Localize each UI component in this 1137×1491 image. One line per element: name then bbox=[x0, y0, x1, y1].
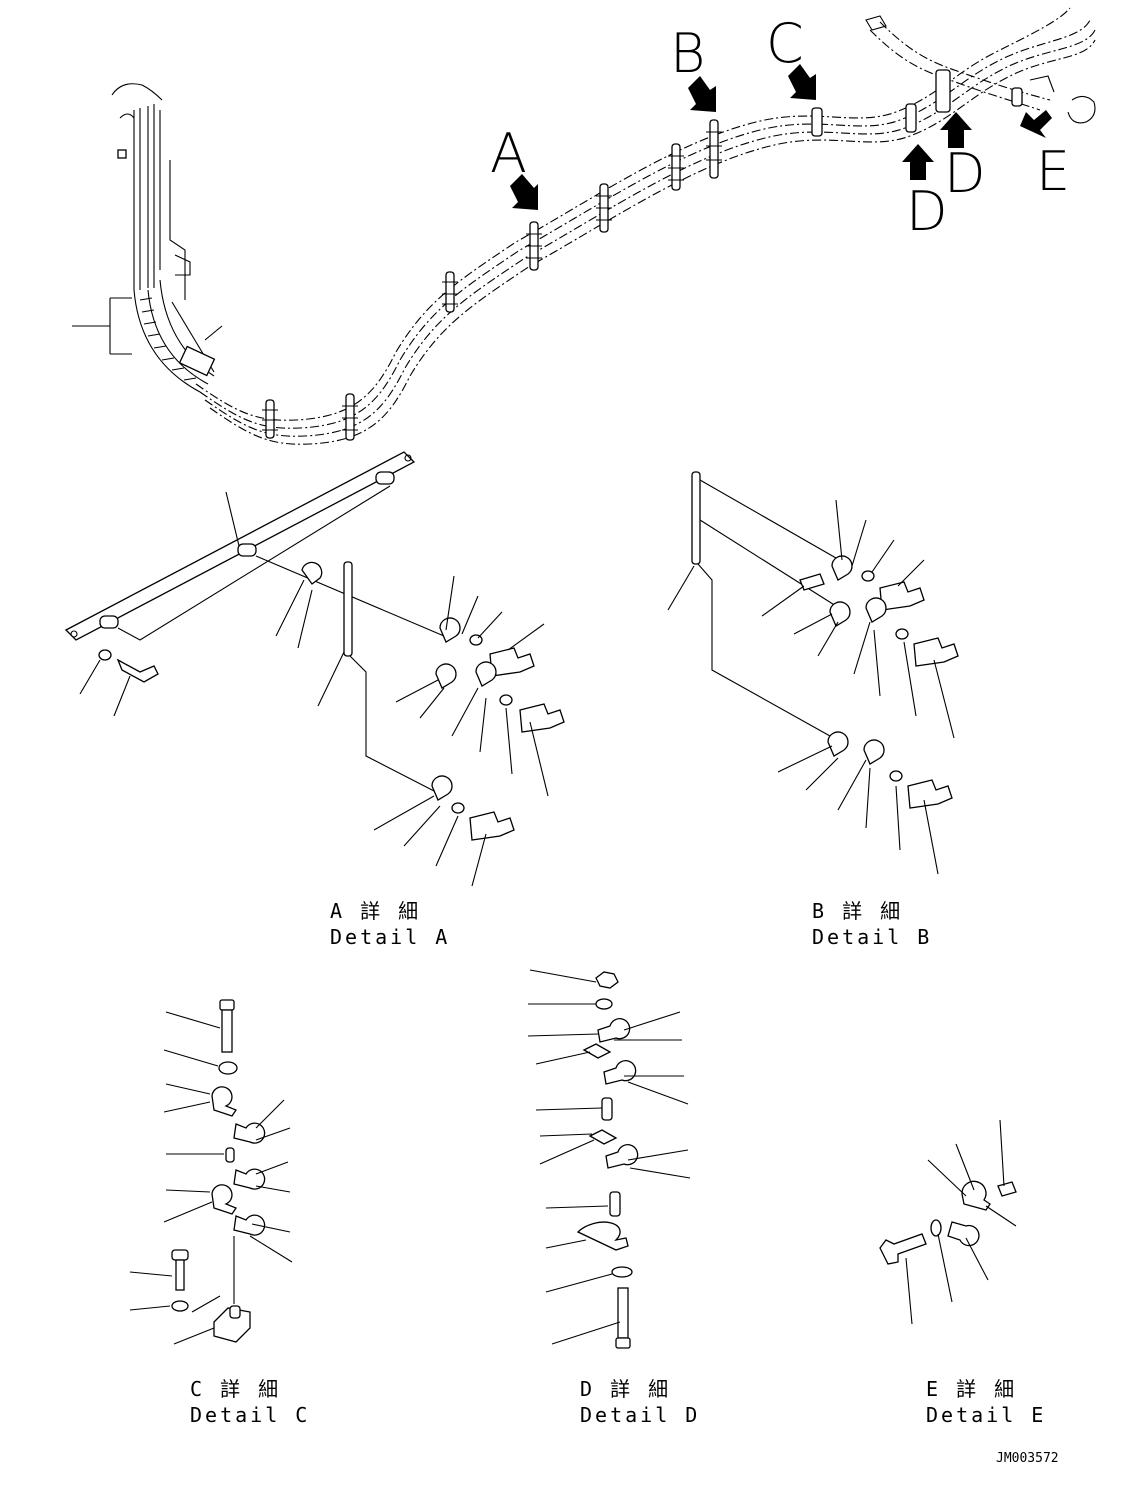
clamp-stack bbox=[811, 107, 823, 137]
clamp-stack bbox=[526, 221, 542, 271]
hose-routing-overview bbox=[72, 7, 1096, 445]
vertical-hose-bundle bbox=[111, 83, 191, 300]
arrow-b-icon bbox=[688, 76, 716, 112]
callout-label-d: D bbox=[906, 180, 948, 243]
callout-label-c: C bbox=[766, 12, 804, 75]
detail-a-title-en: Detail A bbox=[330, 925, 450, 949]
clamp-stack bbox=[342, 393, 358, 441]
hose-run bbox=[195, 7, 1096, 445]
clamp-set bbox=[793, 597, 959, 739]
detail-d-title-jp: D 詳 細 bbox=[580, 1377, 671, 1401]
clamp-stack bbox=[668, 143, 684, 191]
detail-d-drawing bbox=[527, 969, 691, 1349]
bundle-leader bbox=[72, 297, 132, 355]
detail-c-title-jp: C 詳 細 bbox=[190, 1377, 281, 1401]
callout-label-b: B bbox=[670, 22, 705, 85]
clamp-stack bbox=[262, 399, 278, 439]
clamp-set bbox=[395, 661, 565, 797]
drawing-code: JM003572 bbox=[996, 1451, 1059, 1466]
detail-b-drawing bbox=[667, 471, 959, 875]
detail-e-title-jp: E 詳 細 bbox=[926, 1377, 1017, 1401]
callout-label-d: D bbox=[944, 142, 986, 205]
arrow-c-icon bbox=[788, 64, 816, 100]
detail-c-title-en: Detail C bbox=[190, 1403, 310, 1427]
arrow-d1-icon bbox=[902, 144, 934, 180]
detail-b-caption: B 詳 細 Detail B bbox=[812, 899, 932, 949]
detail-d-title-en: Detail D bbox=[580, 1403, 700, 1427]
clamp-stack bbox=[1011, 87, 1023, 107]
detail-d-caption: D 詳 細 Detail D bbox=[580, 1377, 700, 1427]
detail-b-title-jp: B 詳 細 bbox=[812, 899, 903, 923]
hose-clamps bbox=[262, 69, 1023, 441]
callout-arrows bbox=[510, 64, 1052, 210]
clamp-stack bbox=[596, 183, 612, 233]
detail-c-drawing bbox=[129, 999, 293, 1345]
detail-b-title-en: Detail B bbox=[812, 925, 932, 949]
detail-e-caption: E 詳 細 Detail E bbox=[926, 1377, 1046, 1427]
clamp-set bbox=[777, 731, 953, 875]
detail-c-caption: C 詳 細 Detail C bbox=[190, 1377, 310, 1427]
clamp-stack bbox=[935, 69, 951, 113]
detail-a-drawing bbox=[64, 451, 565, 887]
detail-e-drawing bbox=[879, 1119, 1017, 1325]
clamp-set bbox=[761, 499, 925, 617]
callout-letters: A B C D D E bbox=[490, 12, 1070, 243]
callout-label-e: E bbox=[1036, 140, 1070, 203]
arrow-e-icon bbox=[1020, 110, 1052, 138]
detail-a-title-jp: A 詳 細 bbox=[330, 899, 421, 923]
clamp-set bbox=[373, 775, 515, 887]
detail-e-title-en: Detail E bbox=[926, 1403, 1046, 1427]
clamp-set bbox=[439, 575, 545, 677]
arrow-d2-icon bbox=[940, 112, 972, 148]
clamp-stack bbox=[442, 271, 458, 313]
clamp-stack bbox=[905, 103, 917, 133]
callout-label-a: A bbox=[490, 122, 527, 185]
flexible-conduit bbox=[133, 279, 223, 393]
arrow-a-icon bbox=[510, 174, 538, 210]
detail-a-caption: A 詳 細 Detail A bbox=[330, 899, 450, 949]
clamp-stack bbox=[706, 119, 722, 179]
